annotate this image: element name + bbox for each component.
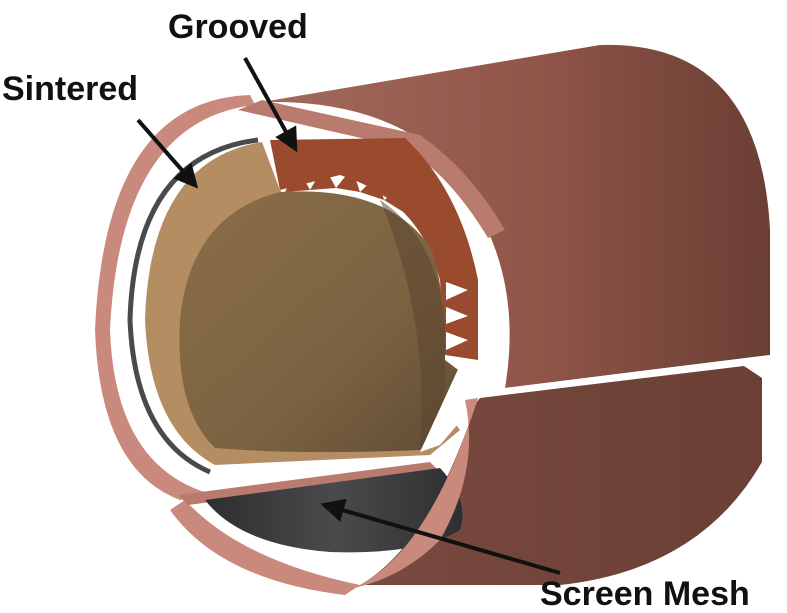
groove-notches — [446, 282, 468, 350]
rim-top-cap — [238, 100, 505, 238]
screen-mesh-label: Screen Mesh — [540, 575, 750, 613]
sintered-liner — [127, 137, 259, 475]
grooved-arrow — [243, 57, 298, 153]
end-rim-ring — [95, 95, 255, 500]
grooved-label: Grooved — [168, 8, 308, 46]
sintered-arrow — [136, 118, 199, 189]
screen-mesh-arrow — [320, 498, 561, 575]
outer-shell-lower — [360, 366, 762, 585]
sintered-label: Sintered — [2, 70, 138, 108]
slit-gap — [420, 355, 770, 452]
lower-rim-ring — [345, 398, 478, 590]
inner-core — [179, 191, 465, 453]
grooved-wick-layer — [270, 138, 478, 360]
core-shadow — [380, 200, 445, 448]
groove-teeth — [285, 166, 456, 275]
lower-ledge — [178, 462, 440, 505]
lower-rim-arc — [170, 500, 360, 595]
outer-shell-upper — [262, 44, 770, 388]
